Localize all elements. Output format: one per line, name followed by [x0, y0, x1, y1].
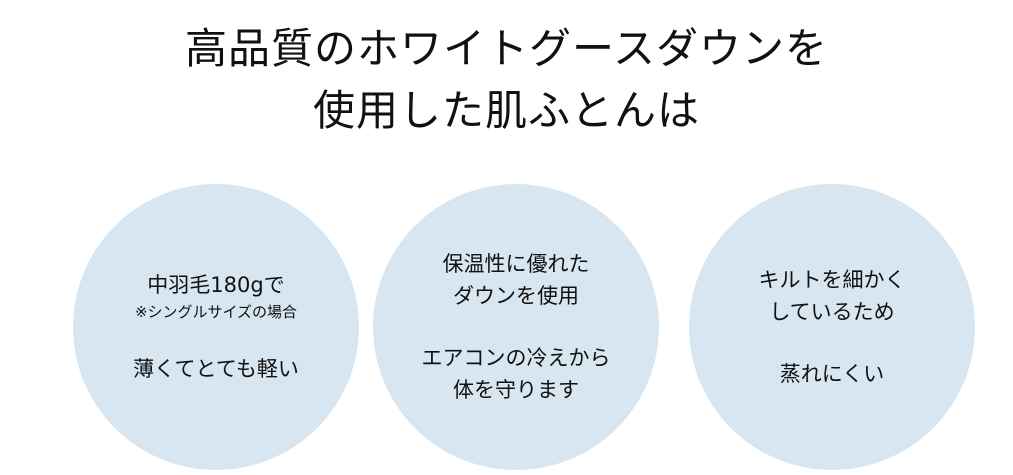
feature-3-line-2: しているため	[769, 300, 895, 324]
feature-1-note: ※シングルサイズの場合	[134, 303, 298, 321]
feature-1-line-1: 中羽毛180gで	[147, 273, 285, 297]
feature-2-line-4: 体を守ります	[453, 378, 579, 402]
feature-2-line-2: ダウンを使用	[453, 284, 579, 308]
feature-3-line-3: 蒸れにくい	[779, 362, 885, 386]
feature-circle-warmth: 保温性に優れた ダウンを使用 エアコンの冷えから 体を守ります	[373, 184, 659, 470]
feature-1-line-2: 薄くてとても軽い	[133, 357, 299, 381]
headline-line-1: 高品質のホワイトグースダウンを	[185, 24, 828, 73]
page-headline: 高品質のホワイトグースダウンを 使用した肌ふとんは	[0, 18, 1013, 142]
feature-2-line-3: エアコンの冷えから	[421, 346, 611, 370]
headline-line-2: 使用した肌ふとんは	[312, 86, 700, 135]
feature-circle-breathable: キルトを細かく しているため 蒸れにくい	[689, 184, 975, 470]
feature-2-line-1: 保温性に優れた	[442, 252, 590, 276]
feature-circle-lightweight: 中羽毛180gで ※シングルサイズの場合 薄くてとても軽い	[73, 184, 359, 470]
feature-3-line-1: キルトを細かく	[758, 268, 906, 292]
